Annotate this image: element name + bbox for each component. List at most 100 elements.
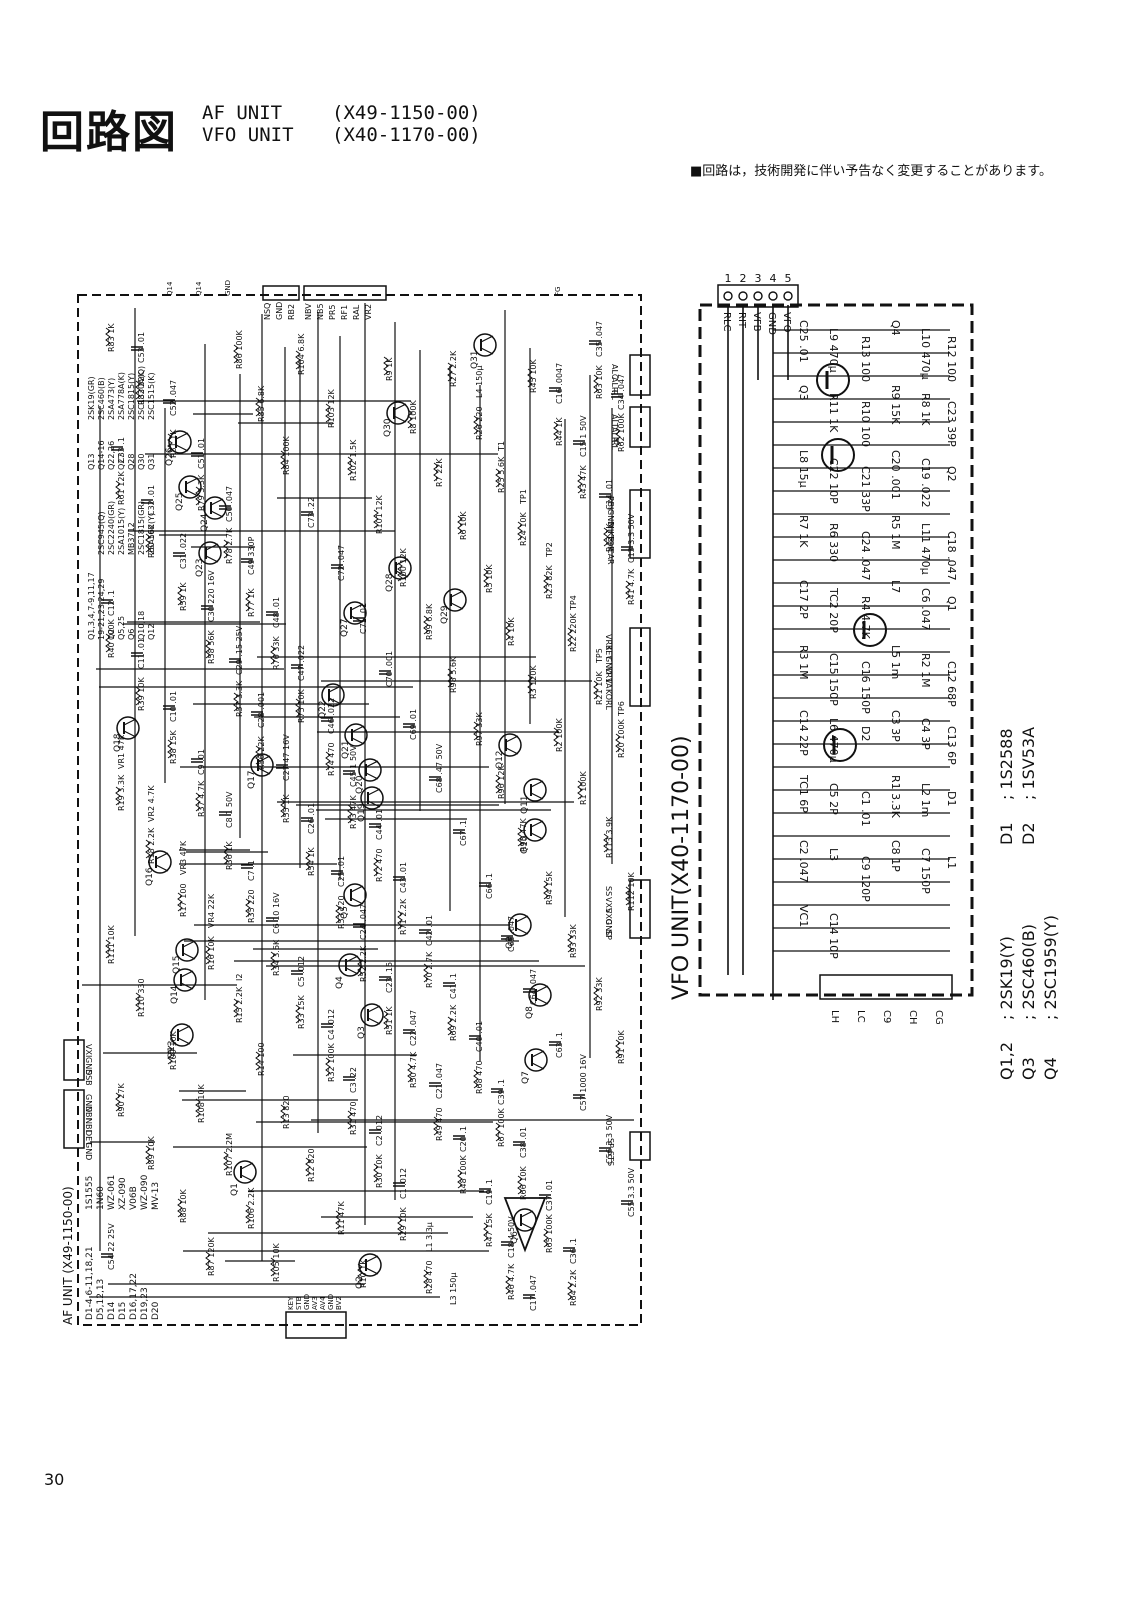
unit-list: AF UNIT(X49-1150-00) VFO UNIT(X40-1170-0… <box>202 102 481 146</box>
transistor-label: Q1 <box>230 1183 240 1196</box>
component-label: R92 33K <box>595 977 604 1011</box>
component-label: R69 2.2K <box>449 1004 458 1041</box>
component-label: R3 120K <box>529 665 538 699</box>
transistor-label: Q24 <box>200 513 210 532</box>
transistor-lead <box>515 915 529 923</box>
page-title: 回路図 <box>40 107 178 158</box>
component-label: R91 10K <box>617 1030 626 1064</box>
component-label: R59 1K <box>179 582 188 611</box>
transistor-symbol <box>360 1003 384 1027</box>
resistor-symbol <box>473 721 479 741</box>
component-label: R36 1K <box>225 841 234 870</box>
component-label: R24 10K <box>519 512 528 546</box>
resistor-symbol <box>347 456 353 476</box>
transistor-table-part: 2SC1815(GR) <box>137 501 146 555</box>
unit-name: AF UNIT <box>202 102 283 124</box>
vfo-pin <box>738 291 748 301</box>
resistor-symbol <box>223 1151 229 1171</box>
resistor-symbol <box>615 1039 621 1059</box>
connector-right-e <box>629 879 651 939</box>
component-label: L4 150μ <box>475 366 484 398</box>
component-label: R78 2.7K <box>225 527 234 564</box>
transistor-lead <box>365 1267 379 1275</box>
transistor-label: Q18 <box>113 733 123 752</box>
transistor-lead <box>350 603 364 611</box>
component-label: C22 .047 <box>409 1010 418 1046</box>
resistor-symbol <box>167 739 173 759</box>
resistor-symbol <box>245 1204 251 1224</box>
diode-table-ref: D1-4,6-11,18,21 <box>85 1246 95 1320</box>
af-components <box>101 327 633 1301</box>
diode-table-ref: D14 <box>107 1301 117 1320</box>
component-label: C44 .01 <box>375 809 384 840</box>
resistor-symbol <box>447 362 453 382</box>
transistor-symbol <box>173 968 197 992</box>
transistor-lead <box>480 347 494 355</box>
resistor-symbol <box>280 798 286 818</box>
transistor-lead <box>395 570 409 578</box>
transistor-table-ref: Q27 <box>117 454 126 470</box>
component-label: R51 1K <box>385 1006 394 1035</box>
vfo-bottom-pin-label: LH <box>829 1010 840 1023</box>
resistor-symbol <box>397 1216 403 1236</box>
component-label: C28 .001 <box>257 692 266 728</box>
component-label: I2 <box>235 974 244 981</box>
component-label: C43 .01 <box>399 862 408 893</box>
transistor-lead <box>505 747 519 755</box>
component-label: R58 56K <box>207 630 216 664</box>
resistor-symbol <box>205 945 211 965</box>
resistor-symbol <box>473 415 479 435</box>
resistor-symbol <box>270 645 276 665</box>
transistor-lead <box>210 498 224 506</box>
component-label: R84 100K <box>282 435 291 475</box>
component-label: C10 .01 <box>169 691 178 722</box>
transistor-label: Q27 <box>340 618 350 637</box>
vfo-component-label: R12 100 <box>945 336 958 382</box>
connector-pin-label: KO <box>604 689 613 700</box>
component-label: R64 2.2K <box>569 1269 578 1306</box>
vfo-diode-part: ; 1SV53A <box>1019 727 1038 800</box>
component-label: R44 1K <box>555 417 564 446</box>
vfo-component-label: R13 100 <box>859 336 872 382</box>
component-label: L1 3.3μ <box>425 1222 434 1252</box>
diode-table-ref: D5,12,13 <box>96 1279 106 1320</box>
vfo-signal-label: VFO <box>781 312 792 333</box>
component-label: R34 3.6K <box>272 939 281 976</box>
vfo-pin-number: 2 <box>740 272 747 285</box>
connector-pin-label: GND <box>604 656 613 674</box>
component-label: C18 4 50V <box>507 1216 516 1258</box>
transistor-lead <box>177 1037 191 1045</box>
vfo-component-label: R8 1K <box>919 393 932 426</box>
resistor-symbol <box>625 886 631 906</box>
component-label: C25 .01 <box>337 856 346 887</box>
component-label: R109 10K <box>169 1030 178 1070</box>
transistor-table-ref: Q22,26 <box>107 441 116 470</box>
connector-pin-label: VR1 <box>604 667 613 683</box>
vfo-component-label: R7 1K <box>797 515 810 548</box>
component-label: R63 10K <box>595 365 604 399</box>
component-label: R75 10K <box>297 689 306 723</box>
vfo-component-label: L10 470μ <box>919 328 932 380</box>
transistor-table-ref: Q10,18 <box>137 611 146 640</box>
vfo-diode-ref: D2 <box>1019 823 1038 846</box>
transistor-lead <box>520 1222 534 1230</box>
transistor-symbol <box>203 496 227 520</box>
component-label: R88 10K <box>179 1189 188 1223</box>
transistor-table-part: 2SC2240(GR) <box>107 501 116 555</box>
connector-right-c <box>629 489 651 559</box>
transistor-lead <box>205 543 219 551</box>
component-label: C17 .047 <box>529 1275 538 1311</box>
resistor-symbol <box>553 421 559 441</box>
resistor-symbol <box>483 568 489 588</box>
resistor-symbol <box>527 674 533 694</box>
diode-table-part: MV-13 <box>151 1182 161 1210</box>
component-label: R104 6.8K <box>297 333 306 375</box>
transistor-symbol <box>338 953 362 977</box>
connector-pin-label: ALR <box>610 377 619 393</box>
component-label: VR2 4.7K <box>147 785 156 822</box>
resistor-symbol <box>205 1251 211 1271</box>
transistor-label: Q23 <box>195 558 205 577</box>
component-label: R39 10K <box>137 677 146 711</box>
vfo-component-label: R5 1M <box>889 515 902 550</box>
